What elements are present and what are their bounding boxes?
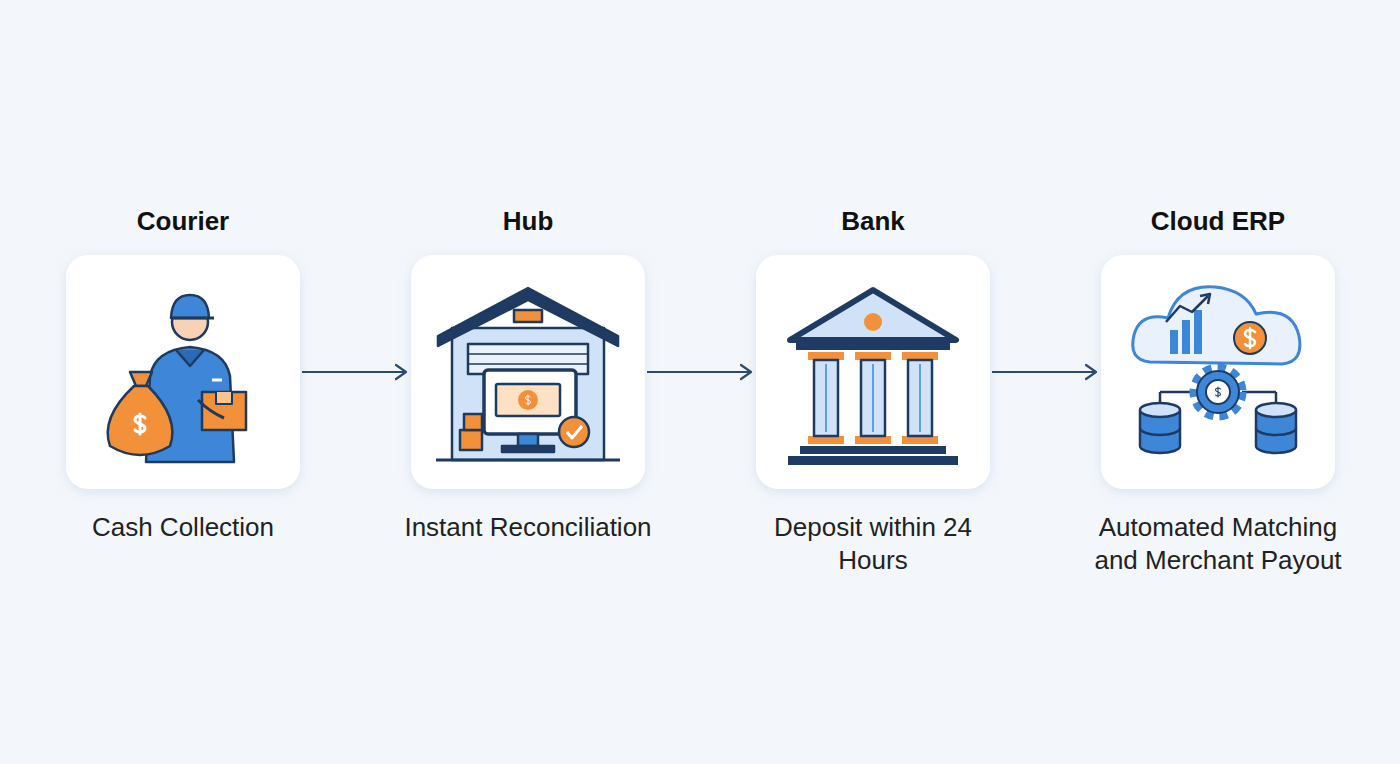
stage-caption: Cash Collection	[57, 511, 309, 544]
process-card: Cloud ERPAutomated Matching and Merchant…	[1101, 255, 1335, 489]
card	[66, 255, 300, 489]
flow-arrow	[302, 371, 406, 373]
courier-icon	[108, 295, 246, 462]
stage-title: Bank	[841, 206, 905, 236]
process-card: HubInstant Reconciliation	[411, 255, 645, 489]
cloud-erp-icon	[1133, 287, 1300, 453]
stage-caption: Automated Matching and Merchant Payout	[1092, 511, 1344, 577]
process-card: CourierCash Collection	[66, 255, 300, 489]
card	[1101, 255, 1335, 489]
bank-icon	[788, 290, 958, 465]
card	[411, 255, 645, 489]
flow-arrow	[992, 371, 1096, 373]
stage-title: Cloud ERP	[1151, 206, 1285, 236]
stage-title: Courier	[137, 206, 229, 236]
card-backgrounds	[66, 255, 1335, 489]
card	[756, 255, 990, 489]
flow-arrow	[647, 371, 751, 373]
stage-caption: Deposit within 24 Hours	[747, 511, 999, 577]
process-card: BankDeposit within 24 Hours	[756, 255, 990, 489]
hub-icon	[436, 288, 620, 460]
stage-title: Hub	[503, 206, 554, 236]
stage-caption: Instant Reconciliation	[402, 511, 654, 544]
